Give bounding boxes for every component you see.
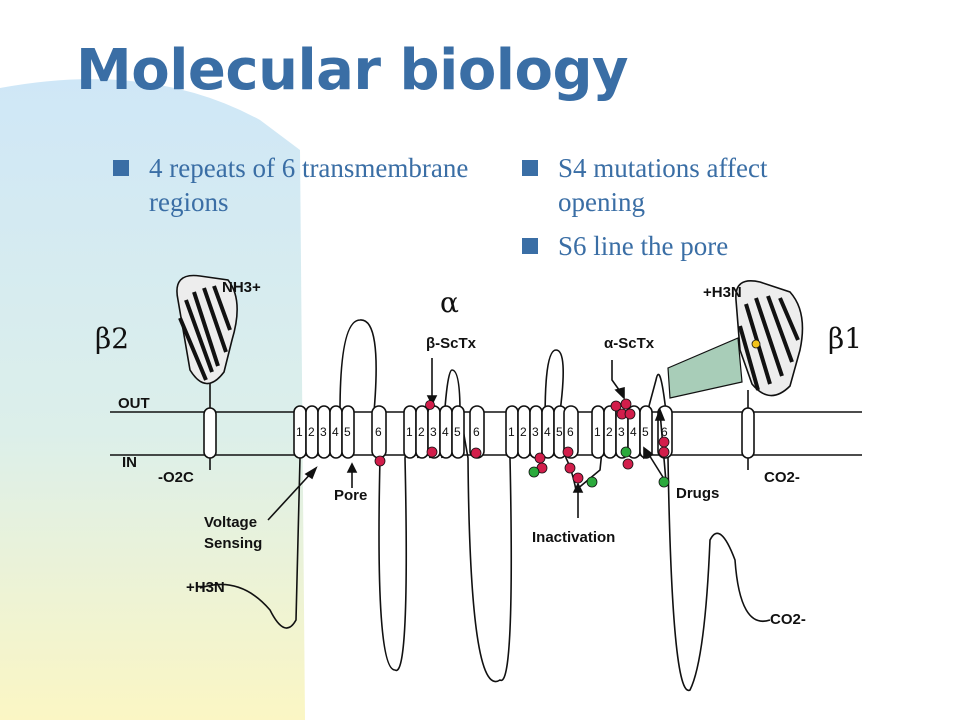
co2-label-bottom: CO2- [770, 611, 806, 628]
segment-number: 4 [630, 425, 637, 439]
h3n-plus-label-top: +H3N [703, 284, 742, 301]
beta2-transmembrane-helix [203, 407, 217, 459]
segment-number: 2 [520, 425, 527, 439]
nh3-plus-label: NH3+ [222, 279, 261, 296]
segment-number: 1 [296, 425, 303, 439]
inactivation-label: Inactivation [532, 529, 615, 546]
slide-title: Molecular biology [76, 38, 629, 103]
alpha-sctx-label: α-ScTx [604, 335, 655, 352]
beta2-subunit-label: β2 [95, 322, 129, 355]
segment-number: 5 [642, 425, 649, 439]
segment-number: 4 [442, 425, 449, 439]
bullet-text: S6 line the pore [558, 230, 729, 261]
segment-number: 5 [454, 425, 461, 439]
alpha-subunit-chain [199, 319, 771, 692]
beta2-ribbon-structure [176, 274, 238, 385]
segment-number: 4 [544, 425, 551, 439]
bullet-item: S4 mutations affect opening [522, 152, 852, 220]
h3n-plus-label-bottom: +H3N [186, 579, 225, 596]
segment-number: 6 [473, 425, 480, 439]
beta1-alpha-link [667, 337, 743, 399]
red-residues [374, 398, 670, 484]
sensing-label: Sensing [204, 535, 262, 552]
out-label: OUT [118, 395, 150, 412]
pore-label: Pore [334, 487, 367, 504]
segment-number: 1 [594, 425, 601, 439]
bullet-text: S4 mutations affect opening [558, 153, 768, 217]
bullet-item: 4 repeats of 6 transmembrane regions [113, 152, 473, 220]
segment-number: 1 [508, 425, 515, 439]
bullet-list-left: 4 repeats of 6 transmembrane regions [113, 152, 473, 230]
domain-2-segments [403, 405, 485, 459]
domain-3-segments [505, 405, 579, 459]
co2-label-right: CO2- [764, 469, 800, 486]
beta1-transmembrane-helix [741, 407, 755, 459]
segment-number: 2 [308, 425, 315, 439]
voltage-label: Voltage [204, 514, 257, 531]
bullet-item: S6 line the pore [522, 230, 852, 264]
segment-number: 3 [320, 425, 327, 439]
drugs-label: Drugs [676, 485, 719, 502]
bullet-square-icon [113, 160, 129, 176]
in-label: IN [122, 454, 137, 471]
domain-1-segments [293, 405, 387, 459]
bullet-text: 4 repeats of 6 transmembrane regions [149, 153, 469, 217]
yellow-residue [751, 339, 761, 349]
segment-number: 2 [606, 425, 613, 439]
segment-number: 6 [375, 425, 382, 439]
background-gradient-shape [0, 79, 305, 720]
bullet-list-right: S4 mutations affect opening S6 line the … [522, 152, 852, 273]
segment-number: 3 [430, 425, 437, 439]
segment-numbers: 1 2 3 4 5 6 1 2 3 4 5 6 1 2 3 4 5 6 1 2 … [296, 425, 668, 439]
beta1-subunit-label: β1 [828, 322, 862, 355]
segment-number: 3 [532, 425, 539, 439]
segment-number: 5 [344, 425, 351, 439]
segment-number: 2 [418, 425, 425, 439]
segment-number: 6 [567, 425, 574, 439]
o2c-label: -O2C [158, 469, 194, 486]
green-residues [528, 446, 670, 488]
segment-number: 4 [332, 425, 339, 439]
segment-number: 5 [556, 425, 563, 439]
segment-number: 6 [661, 425, 668, 439]
beta-sctx-label: β-ScTx [426, 335, 477, 352]
alpha-subunit-label: α [440, 286, 459, 319]
domain-4-segments [591, 405, 673, 459]
segment-number: 1 [406, 425, 413, 439]
bullet-square-icon [522, 237, 538, 254]
segment-number: 3 [618, 425, 625, 439]
bullet-square-icon [522, 160, 538, 176]
beta1-ribbon-structure [735, 280, 804, 397]
